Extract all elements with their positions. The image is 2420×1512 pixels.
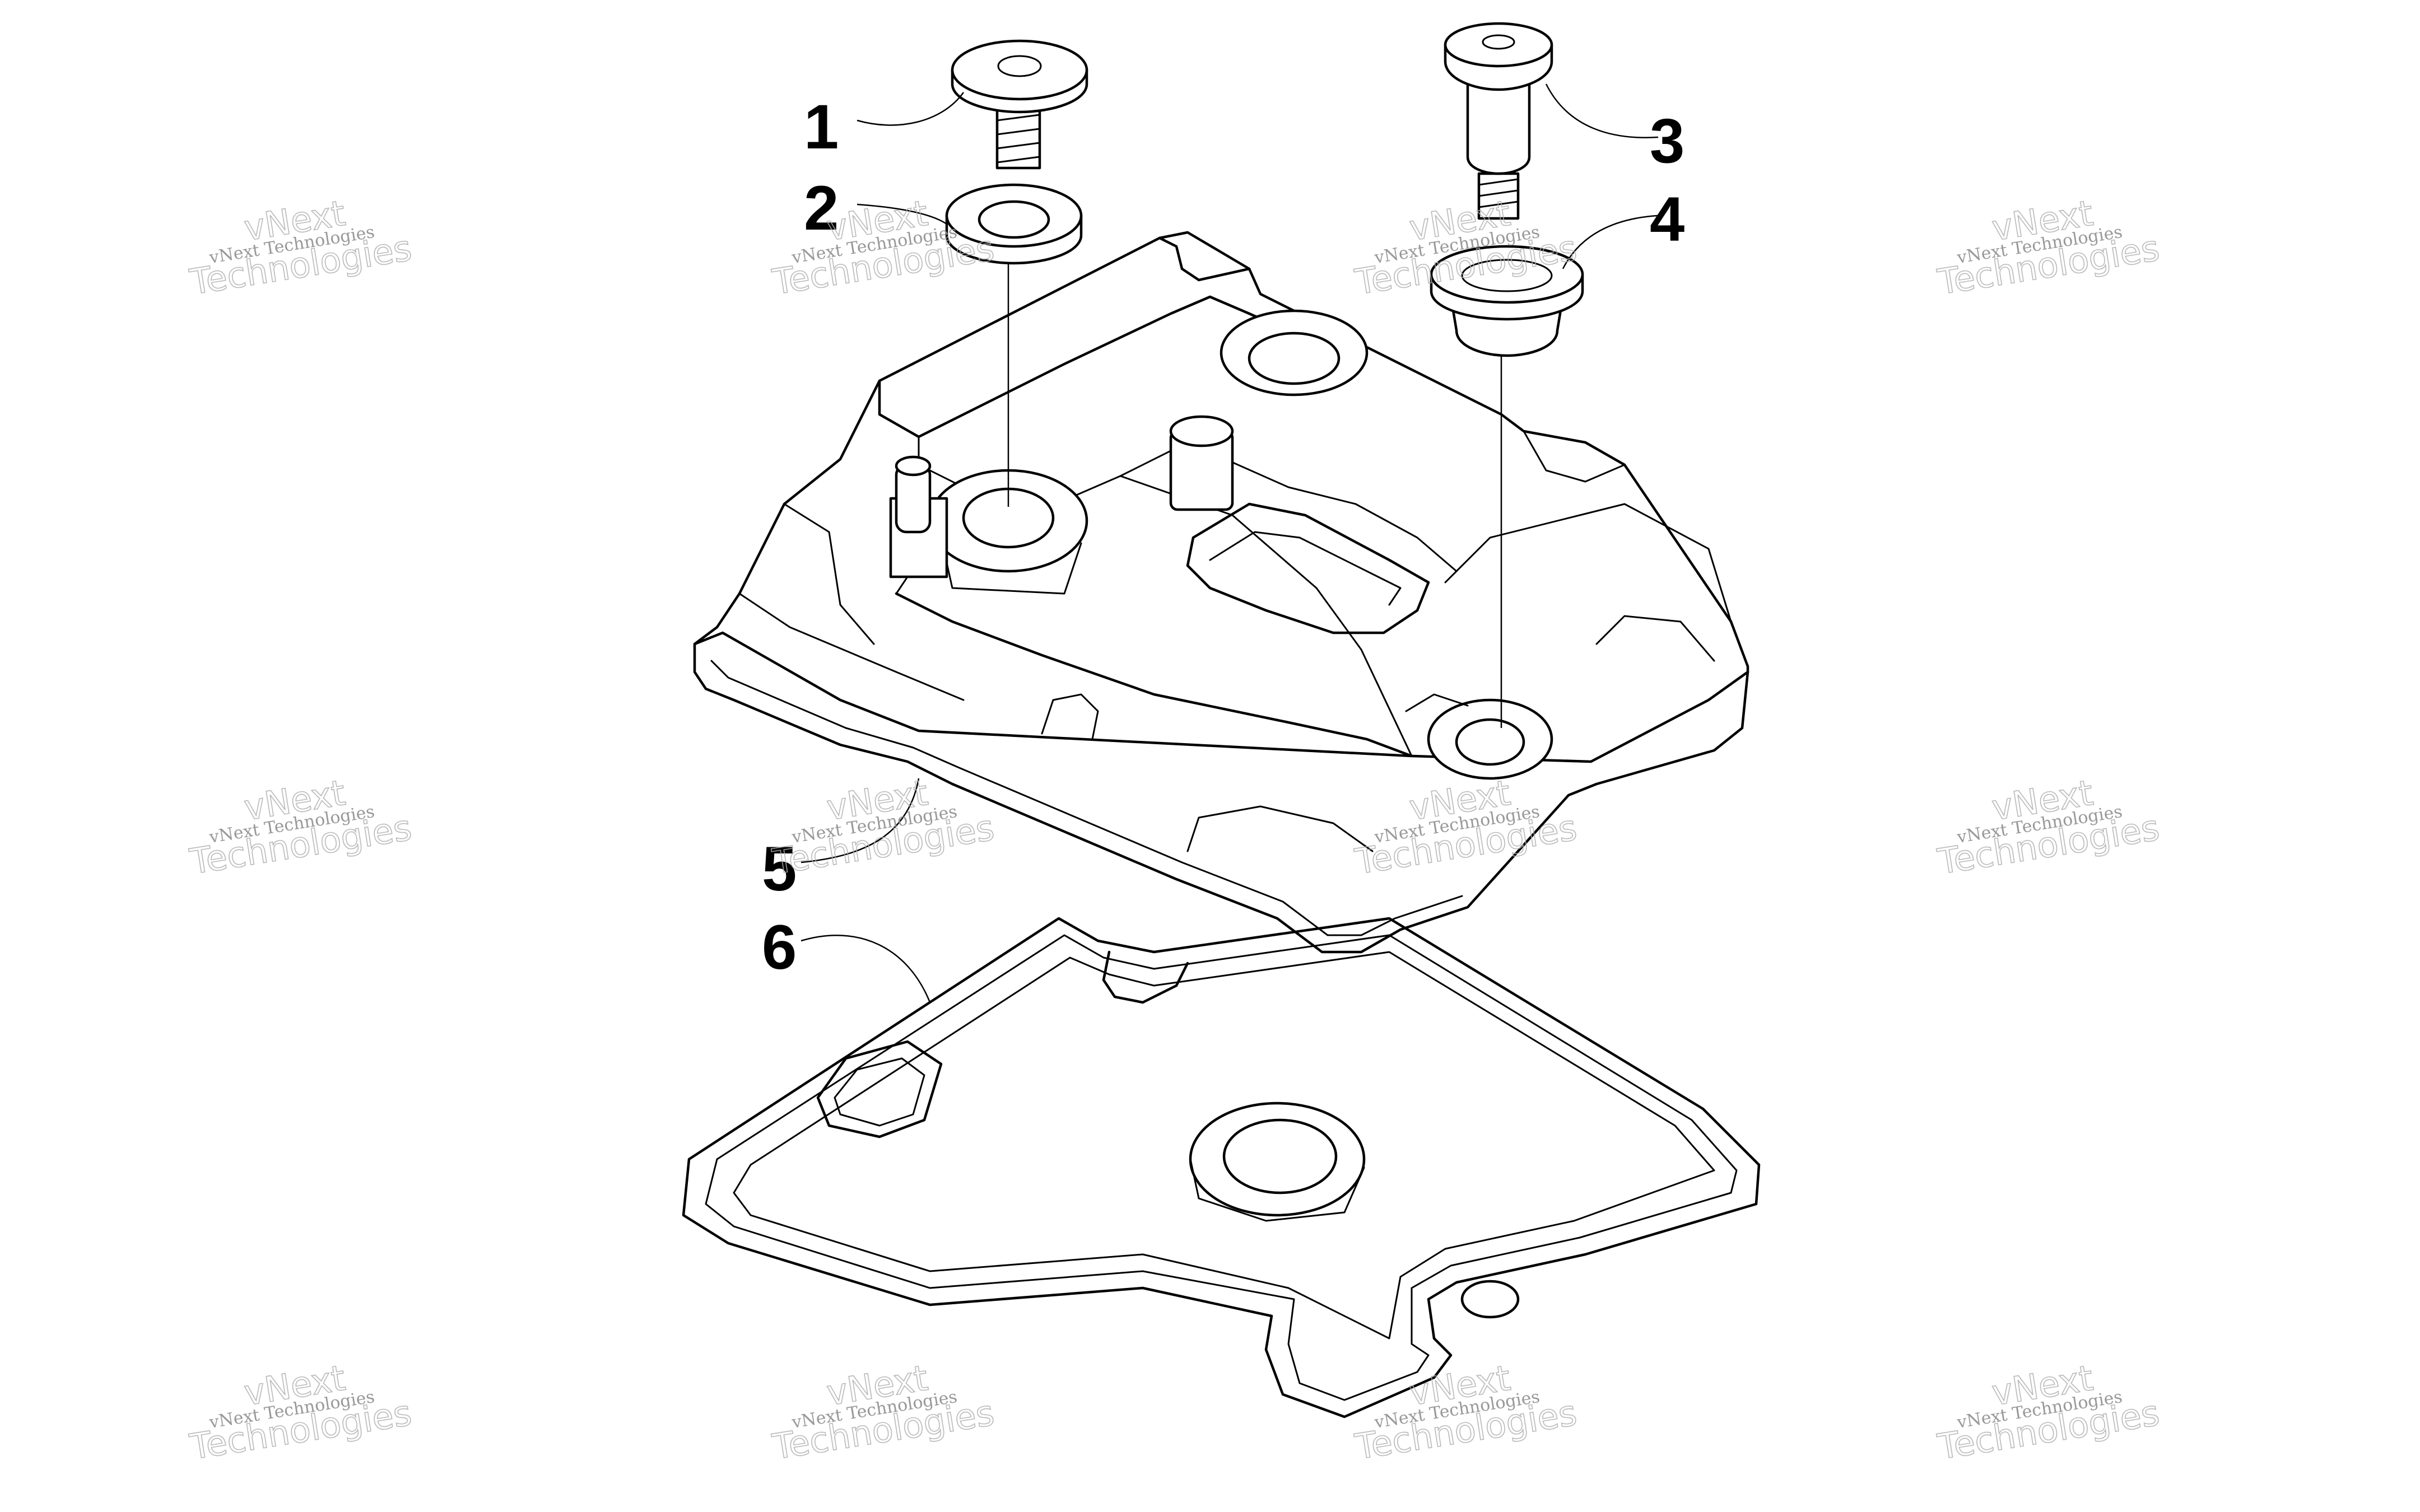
watermark: vNext Technologies vNext Technologies	[1934, 772, 2162, 883]
leader-lines	[801, 83, 1659, 1003]
label-part-6: 6	[762, 912, 797, 982]
watermark: vNext Technologies vNext Technologies	[769, 1357, 997, 1468]
label-part-5: 5	[762, 834, 797, 904]
label-part-2: 2	[804, 173, 839, 243]
valve-cover	[693, 231, 1749, 954]
watermark: vNext Technologies vNext Technologies	[1352, 1357, 1580, 1468]
grommet-part-4	[1430, 245, 1584, 728]
watermark: vNext Technologies vNext Technologies	[187, 772, 415, 883]
watermark: vNext Technologies vNext Technologies	[1934, 192, 2162, 303]
label-part-3: 3	[1650, 106, 1684, 176]
part-labels: 1 2 3 4 5 6	[762, 92, 1684, 982]
washer-part-2	[945, 183, 1083, 507]
watermark: vNext Technologies vNext Technologies	[187, 1357, 415, 1468]
bolt-part-1	[951, 39, 1088, 170]
label-part-4: 4	[1650, 184, 1684, 254]
watermark: vNext Technologies vNext Technologies	[187, 192, 415, 303]
label-part-1: 1	[804, 92, 839, 162]
gasket	[682, 917, 1761, 1418]
watermark: vNext Technologies vNext Technologies	[1352, 772, 1580, 883]
watermark: vNext Technologies vNext Technologies	[1934, 1357, 2162, 1468]
watermark: vNext Technologies vNext Technologies	[769, 772, 997, 883]
bolt-part-3	[1444, 22, 1553, 220]
